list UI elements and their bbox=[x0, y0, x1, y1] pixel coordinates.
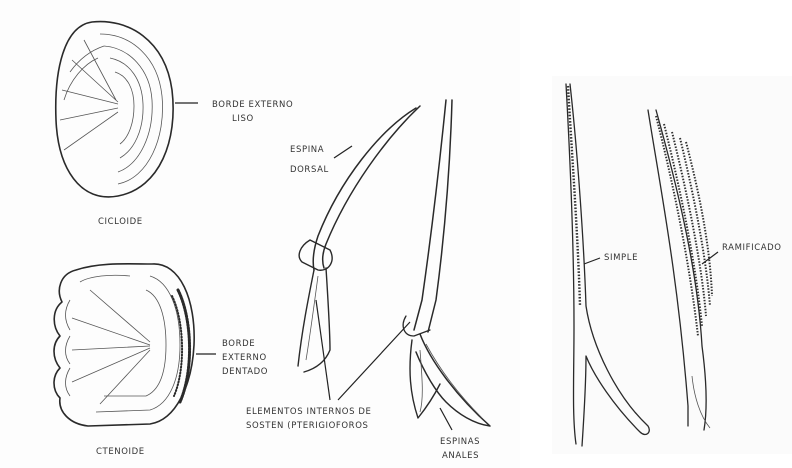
fin-rays-drawing: SIMPLE RAMIFICADO bbox=[552, 76, 792, 454]
label-ramificado: RAMIFICADO bbox=[722, 243, 782, 253]
label-borde-dentado-2: EXTERNO bbox=[222, 353, 267, 363]
label-elementos-internos-1: ELEMENTOS INTERNOS DE bbox=[246, 407, 372, 417]
label-borde-dentado-3: DENTADO bbox=[222, 367, 268, 377]
label-espina-dorsal-1: ESPINA bbox=[290, 145, 324, 155]
label-borde-externo-liso-1: BORDE EXTERNO bbox=[212, 100, 293, 110]
label-espinas-anales-1: ESPINAS bbox=[440, 437, 480, 447]
fin-rays-figure: SIMPLE RAMIFICADO bbox=[552, 76, 792, 454]
label-ctenoide: CTENOIDE bbox=[96, 447, 145, 457]
label-simple: SIMPLE bbox=[604, 253, 638, 263]
label-espinas-anales-2: ANALES bbox=[442, 451, 479, 461]
label-borde-externo-liso-2: LISO bbox=[232, 114, 254, 124]
label-cicloide: CICLOIDE bbox=[98, 217, 143, 227]
label-espina-dorsal-2: DORSAL bbox=[290, 165, 329, 175]
scales-spines-drawing: CICLOIDE BORDE EXTERNO LISO CTENOIDE BOR… bbox=[0, 0, 520, 468]
label-borde-dentado-1: BORDE bbox=[222, 339, 255, 349]
scales-and-spines-figure: CICLOIDE BORDE EXTERNO LISO CTENOIDE BOR… bbox=[0, 0, 520, 468]
label-elementos-internos-2: SOSTEN (PTERIGIOFOROS bbox=[246, 421, 368, 431]
